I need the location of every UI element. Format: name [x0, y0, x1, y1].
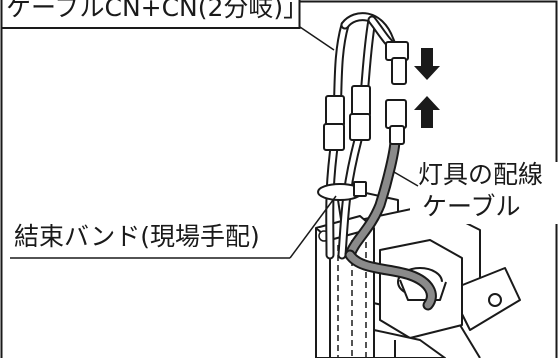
binding-band-leader-line: [289, 195, 337, 259]
fixture-cable-label: 灯具の配線 ケーブル: [410, 160, 558, 224]
fixture-leader-line: [393, 171, 419, 187]
cable-leader-line: [299, 26, 335, 51]
connector-fixture: [385, 99, 407, 129]
connectors: [323, 41, 409, 151]
connector-left-b: [351, 85, 371, 117]
cable-label-box: ケーブルCN+CN(2分岐)」: [0, 0, 308, 29]
fixture-cable-label-line1: 灯具の配線: [418, 160, 543, 189]
binding-band: [317, 181, 367, 201]
up-arrow-icon: [414, 96, 440, 128]
cable-label: ケーブルCN+CN(2分岐)」: [6, 0, 308, 22]
fixture-cable-label-line2: ケーブル: [422, 192, 521, 221]
down-arrow-icon: [414, 48, 440, 80]
post-dashed-lines: [337, 232, 367, 358]
binding-band-label: 結束バンド(現場手配): [14, 222, 260, 251]
connector-left-a: [325, 95, 345, 127]
